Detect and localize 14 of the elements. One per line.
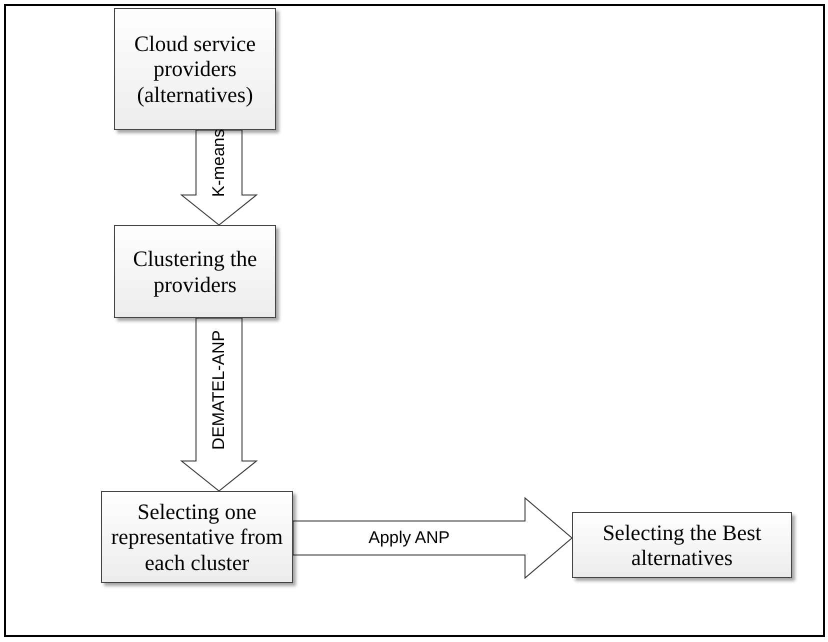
process-box [114,8,276,130]
box-text: Selecting the Best alternatives [602,520,762,570]
block-arrow [292,496,573,580]
edge-label: K-means [209,128,230,197]
process-box [114,225,276,318]
box-text: Cloud service providers (alternatives) [133,31,257,107]
box-text: Selecting one representative from each cluster [110,499,284,575]
block-arrow [180,130,258,226]
block-arrow [180,318,258,492]
box-text: Clustering the providers [132,246,258,297]
process-box [101,491,293,583]
edge-label: Apply ANP [368,528,450,548]
process-box [572,512,792,578]
edge-label: DEMATEL-ANP [208,330,229,450]
